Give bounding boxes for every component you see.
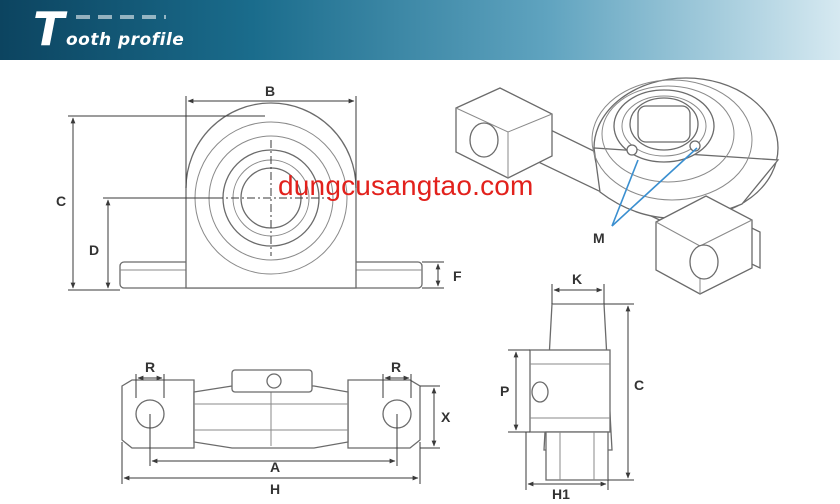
dimension-d: D [89, 197, 215, 289]
iso-right-hole [689, 244, 719, 280]
label-c-side: C [634, 377, 644, 393]
side-foot [545, 431, 609, 481]
dimension-x: X [420, 385, 451, 449]
isometric-view: M [455, 77, 780, 295]
top-view [121, 369, 421, 449]
dimension-c-side: C [604, 303, 644, 481]
label-x: X [441, 409, 451, 425]
label-p: P [500, 383, 509, 399]
logo-initial: T [33, 2, 64, 56]
logo-text: ooth profile [66, 30, 185, 50]
iso-left-foot [455, 87, 553, 179]
side-view [529, 303, 613, 481]
top-setscrew [266, 373, 282, 389]
label-m: M [593, 230, 605, 246]
dimension-c: C [56, 115, 265, 291]
label-f: F [453, 268, 462, 284]
dimension-r-left: R [135, 359, 165, 398]
iso-setscrew-1 [626, 144, 638, 156]
label-h: H [270, 481, 280, 497]
dimension-p: P [500, 349, 530, 433]
dimension-k: K [551, 271, 605, 304]
dimension-h: H [121, 442, 421, 497]
front-view [119, 102, 423, 289]
label-a: A [270, 459, 280, 475]
label-c: C [56, 193, 66, 209]
label-r-right: R [391, 359, 401, 375]
dimension-a: A [149, 414, 398, 475]
label-b: B [265, 83, 275, 99]
dimension-f: F [422, 261, 462, 289]
label-k: K [572, 271, 582, 287]
side-setscrew [531, 381, 549, 403]
dimension-h1: H1 [525, 432, 609, 502]
logo-decoration [76, 15, 166, 19]
label-r-left: R [145, 359, 155, 375]
watermark-text: dungcusangtao.com [278, 170, 534, 201]
iso-setscrew-2 [689, 140, 701, 152]
dimension-r-right: R [382, 359, 412, 398]
header-banner: T ooth profile [0, 0, 840, 60]
iso-left-hole [469, 122, 499, 158]
dimension-b: B [185, 83, 357, 188]
label-h1: H1 [552, 486, 570, 502]
label-d: D [89, 242, 99, 258]
